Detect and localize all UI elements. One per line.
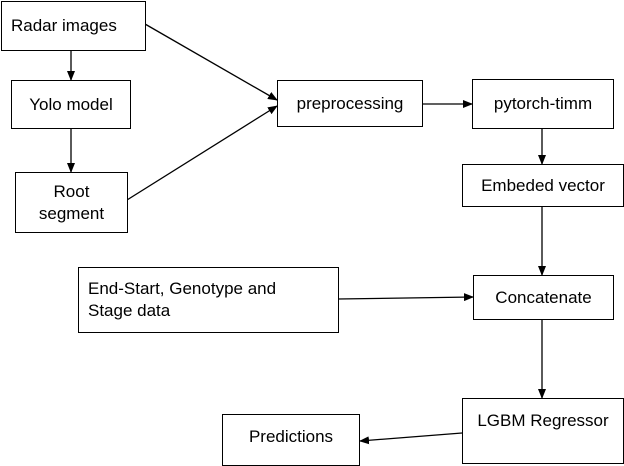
node-concatenate-label: Concatenate — [495, 287, 592, 307]
node-yolo-model-label: Yolo model — [29, 94, 113, 114]
arrow-root-to-preprocessing — [126, 105, 278, 201]
node-preprocessing: preprocessing — [277, 80, 423, 127]
node-pytorch-timm: pytorch-timm — [472, 79, 614, 129]
node-metadata-label: End-Start, Genotype and Stage data — [88, 279, 277, 320]
node-radar-images-label: Radar images — [11, 16, 117, 35]
node-pytorch-timm-label: pytorch-timm — [493, 94, 593, 113]
arrow-radar-to-preprocessing — [144, 23, 278, 101]
node-lgbm-regressor: LGBM Regressor — [462, 398, 624, 464]
arrow-metadata-to-concatenate — [337, 293, 474, 302]
node-radar-images: Radar images — [1, 1, 146, 51]
node-predictions: Predictions — [222, 414, 360, 466]
arrow-lgbm-to-predictions — [359, 432, 463, 445]
node-embeded-vector: Embeded vector — [462, 164, 624, 207]
node-root-segment: Root segment — [15, 172, 128, 233]
node-yolo-model: Yolo model — [11, 80, 131, 129]
node-predictions-label: Predictions — [248, 427, 334, 446]
node-embeded-vector-label: Embeded vector — [481, 175, 605, 195]
node-metadata: End-Start, Genotype and Stage data — [78, 267, 339, 333]
node-preprocessing-label: preprocessing — [296, 93, 404, 113]
node-concatenate: Concatenate — [473, 275, 614, 320]
node-lgbm-regressor-label: LGBM Regressor — [477, 411, 609, 430]
node-root-segment-label: Root segment — [38, 181, 105, 223]
